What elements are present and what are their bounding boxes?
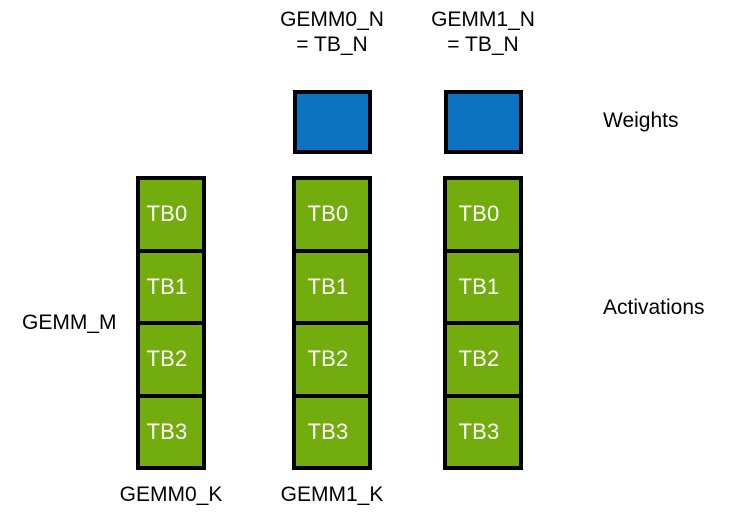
activations-row-label: Activations <box>603 296 705 319</box>
activation-cell[interactable]: TB0 <box>443 176 523 253</box>
activation-column-gemm0: TB0 TB1 TB2 TB3 <box>292 176 372 470</box>
gemm-m-label: GEMM_M <box>22 311 117 334</box>
activation-cell-label: TB3 <box>307 418 349 444</box>
activation-cell[interactable]: TB1 <box>292 248 372 325</box>
gemm1-k-label: GEMM1_K <box>280 483 384 506</box>
activation-cell[interactable]: TB3 <box>443 393 523 470</box>
activation-cell-label: TB1 <box>146 273 188 299</box>
gemm0-n-header: GEMM0_N = TB_N <box>280 8 384 56</box>
activation-cell[interactable]: TB3 <box>136 393 206 470</box>
gemm0-weight-block[interactable] <box>293 90 372 154</box>
activation-cell[interactable]: TB1 <box>443 248 523 325</box>
activation-cell-label: TB0 <box>307 201 349 227</box>
activation-cell[interactable]: TB0 <box>292 176 372 253</box>
activation-cell[interactable]: TB0 <box>136 176 206 253</box>
gemm0-k-label: GEMM0_K <box>119 483 223 506</box>
activation-cell-label: TB0 <box>458 201 500 227</box>
activation-cell[interactable]: TB3 <box>292 393 372 470</box>
weights-row-label: Weights <box>603 109 679 132</box>
activation-cell[interactable]: TB2 <box>136 321 206 398</box>
activation-cell-label: TB1 <box>458 273 500 299</box>
activation-cell-label: TB3 <box>458 418 500 444</box>
activation-cell-label: TB3 <box>146 418 188 444</box>
activation-cell[interactable]: TB2 <box>292 321 372 398</box>
activation-cell-label: TB0 <box>146 201 188 227</box>
activation-column-m: TB0 TB1 TB2 TB3 <box>136 176 206 470</box>
activation-cell[interactable]: TB1 <box>136 248 206 325</box>
activation-cell-label: TB2 <box>307 346 349 372</box>
activation-cell-label: TB2 <box>146 346 188 372</box>
gemm1-n-header: GEMM1_N = TB_N <box>431 8 535 56</box>
gemm1-weight-block[interactable] <box>444 90 523 154</box>
activation-cell-label: TB1 <box>307 273 349 299</box>
activation-cell-label: TB2 <box>458 346 500 372</box>
activation-column-gemm1: TB0 TB1 TB2 TB3 <box>443 176 523 470</box>
activation-cell[interactable]: TB2 <box>443 321 523 398</box>
